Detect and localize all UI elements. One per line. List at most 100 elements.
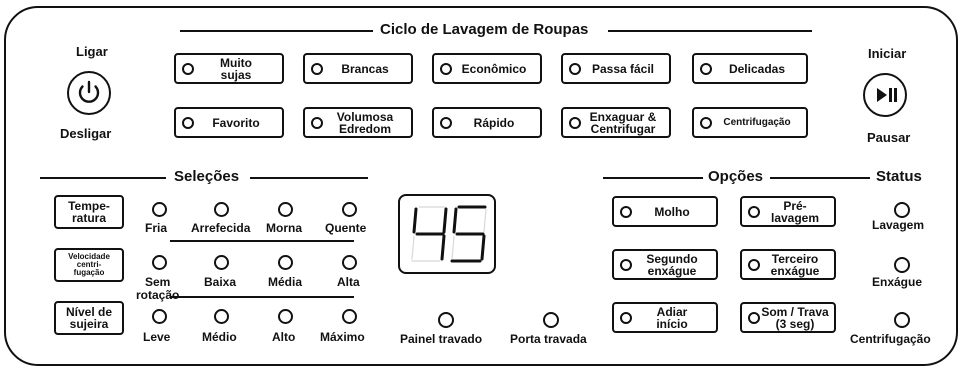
segment-f xyxy=(412,207,418,234)
status-enxague-indicator xyxy=(894,257,910,273)
soil-leve-label: Leve xyxy=(143,330,171,344)
cycle-passa-facil-button[interactable]: Passa fácil xyxy=(561,53,671,84)
cycle-enxaguar-centrifugar-button[interactable]: Enxaguar & Centrifugar xyxy=(561,107,671,138)
power-on-label: Ligar xyxy=(76,44,108,59)
temperature-button[interactable]: Tempe- ratura xyxy=(54,195,124,229)
panel-locked-label: Painel travado xyxy=(400,332,483,346)
selection-row-divider xyxy=(170,240,354,242)
led-indicator xyxy=(569,116,581,129)
temp-quente-indicator xyxy=(342,202,357,217)
led-indicator xyxy=(620,311,632,324)
pause-label: Pausar xyxy=(867,130,911,145)
soil-alto-indicator xyxy=(278,309,293,324)
start-pause-button[interactable] xyxy=(863,73,907,117)
start-label: Iniciar xyxy=(868,46,907,61)
cycle-title-line-right xyxy=(608,30,812,32)
led-indicator xyxy=(440,116,452,129)
seven-segment-digits xyxy=(411,205,487,263)
led-indicator xyxy=(182,62,194,75)
options-title: Opções xyxy=(708,168,764,185)
option-terceiro-enxague-button[interactable]: Terceiro enxágue xyxy=(740,249,836,280)
segment-e xyxy=(451,235,455,260)
power-icon xyxy=(78,80,100,103)
spin-high-indicator xyxy=(342,255,357,270)
temp-fria-label: Fria xyxy=(145,221,168,235)
soil-maximo-indicator xyxy=(342,309,357,324)
options-title-line-left xyxy=(603,177,703,179)
spin-medium-label: Média xyxy=(268,275,303,289)
led-indicator xyxy=(311,116,323,129)
temp-arrefecida-label: Arrefecida xyxy=(191,221,251,235)
power-button[interactable] xyxy=(67,71,111,115)
option-segundo-enxague-button[interactable]: Segundo enxágue xyxy=(612,249,718,280)
option-molho-button[interactable]: Molho xyxy=(612,196,718,227)
led-indicator xyxy=(700,62,712,75)
cycle-volumosa-edredom-button[interactable]: Volumosa Edredom xyxy=(303,107,413,138)
cycle-muito-sujas-button[interactable]: Muito sujas xyxy=(174,53,284,84)
soil-medio-label: Médio xyxy=(202,330,237,344)
time-display: 45 xyxy=(398,194,496,274)
cycle-title: Ciclo de Lavagem de Roupas xyxy=(380,21,589,38)
cycle-economico-button[interactable]: Econômico xyxy=(432,53,542,84)
spin-none-indicator xyxy=(152,255,167,270)
power-off-label: Desligar xyxy=(60,126,112,141)
status-lavagem-label: Lavagem xyxy=(872,218,925,232)
segment-c xyxy=(480,234,486,261)
led-indicator xyxy=(748,205,760,218)
soil-medio-indicator xyxy=(214,309,229,324)
spin-medium-indicator xyxy=(278,255,293,270)
temp-fria-indicator xyxy=(152,202,167,217)
cycle-title-line-left xyxy=(180,30,373,32)
control-panel xyxy=(4,6,958,366)
door-locked-indicator xyxy=(543,312,559,328)
soil-level-button[interactable]: Nível de sujeira xyxy=(54,301,124,335)
led-indicator xyxy=(311,62,323,75)
temp-quente-label: Quente xyxy=(325,221,367,235)
spin-speed-button[interactable]: Velocidade centri- fugação xyxy=(54,248,124,282)
temp-morna-indicator xyxy=(278,202,293,217)
option-pre-lavagem-button[interactable]: Pré- lavagem xyxy=(740,196,836,227)
option-adiar-inicio-button[interactable]: Adiar início xyxy=(612,302,718,333)
spin-low-indicator xyxy=(214,255,229,270)
cycle-delicadas-button[interactable]: Delicadas xyxy=(692,53,808,84)
options-title-line-right xyxy=(770,177,870,179)
status-lavagem-indicator xyxy=(894,202,910,218)
cycle-brancas-button[interactable]: Brancas xyxy=(303,53,413,84)
segment-c xyxy=(440,234,446,261)
selections-title: Seleções xyxy=(174,168,240,185)
cycle-rapido-button[interactable]: Rápido xyxy=(432,107,542,138)
play-pause-icon xyxy=(877,88,897,102)
status-centrifugacao-indicator xyxy=(894,312,910,328)
led-indicator xyxy=(440,62,452,75)
soil-alto-label: Alto xyxy=(272,330,296,344)
spin-low-label: Baixa xyxy=(204,275,237,289)
temp-arrefecida-indicator xyxy=(214,202,229,217)
spin-none-label: Sem rotação xyxy=(136,275,180,302)
status-enxague-label: Enxágue xyxy=(872,275,923,289)
led-indicator xyxy=(620,258,632,271)
led-indicator xyxy=(182,116,194,129)
door-locked-label: Porta travada xyxy=(510,332,587,346)
soil-maximo-label: Máximo xyxy=(320,330,365,344)
status-title: Status xyxy=(876,168,922,185)
segment-b xyxy=(442,207,448,234)
segment-f xyxy=(452,207,458,234)
segment-e xyxy=(411,235,415,260)
led-indicator xyxy=(700,116,712,129)
status-centrifugacao-label: Centrifugação xyxy=(850,332,931,346)
cycle-favorito-button[interactable]: Favorito xyxy=(174,107,284,138)
panel-locked-indicator xyxy=(438,312,454,328)
cycle-centrifugacao-button[interactable]: Centrifugação xyxy=(692,107,808,138)
led-indicator xyxy=(748,258,760,271)
led-indicator xyxy=(748,311,760,324)
segment-b xyxy=(483,208,487,233)
selection-row-divider xyxy=(170,296,354,298)
spin-high-label: Alta xyxy=(337,275,360,289)
selections-title-line-left xyxy=(40,177,166,179)
led-indicator xyxy=(569,62,581,75)
option-som-trava-button[interactable]: Som / Trava (3 seg) xyxy=(740,302,836,333)
soil-leve-indicator xyxy=(152,309,167,324)
temp-morna-label: Morna xyxy=(266,221,302,235)
led-indicator xyxy=(620,205,632,218)
selections-title-line-right xyxy=(250,177,368,179)
